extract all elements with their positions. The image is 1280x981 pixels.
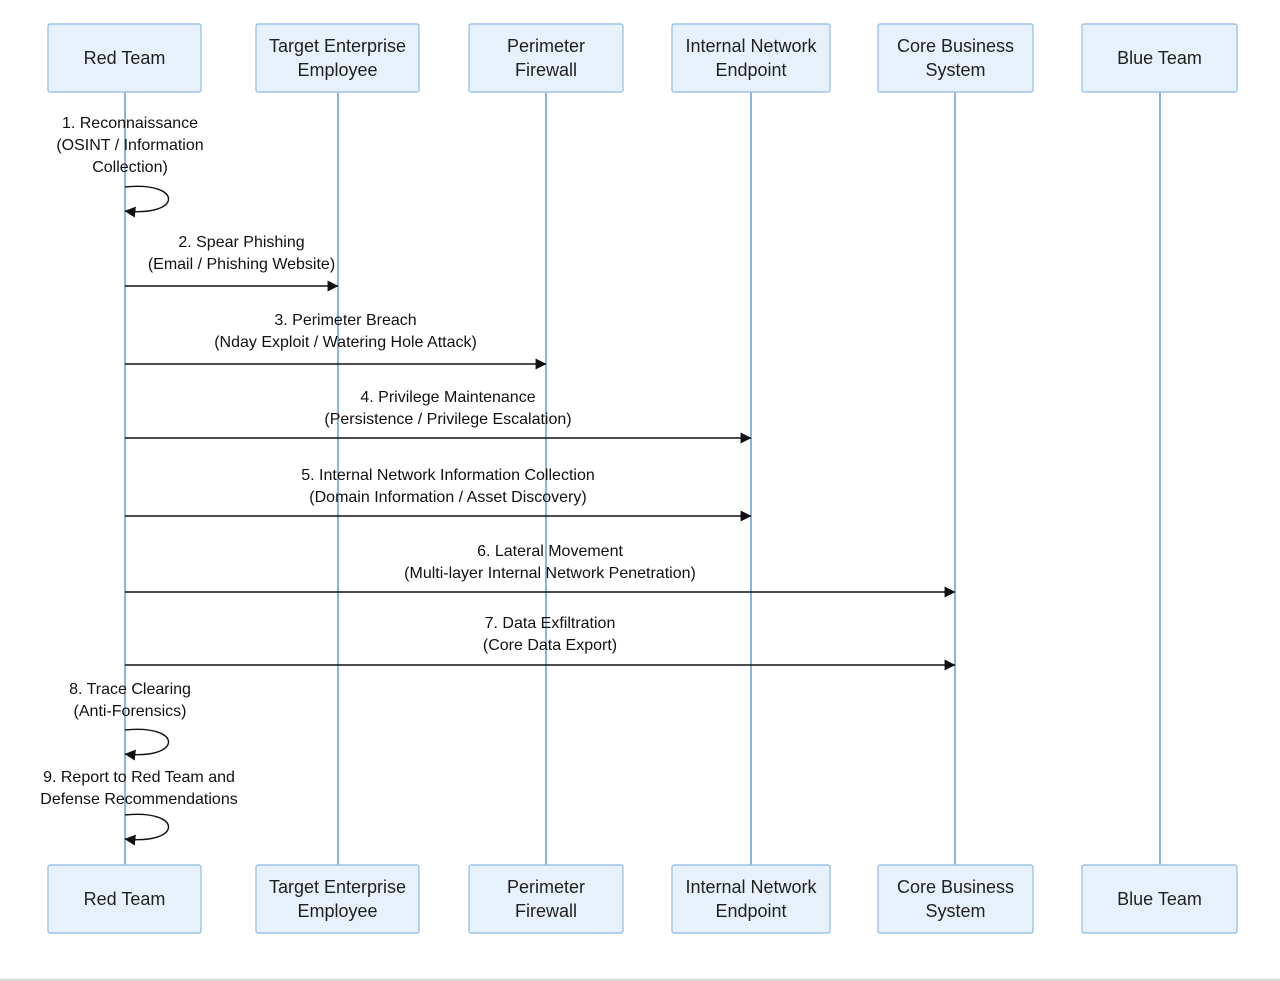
message-label: 6. Lateral Movement [477,543,623,560]
participant-box [877,23,1034,93]
message-7: 7. Data Exfiltration (Core Data Export) [125,615,956,671]
participant-box [1081,23,1238,93]
message-5: 5. Internal Network Information Collecti… [125,467,752,522]
participant-label: Red Team [84,889,166,909]
message-label: (Anti-Forensics) [74,703,187,720]
message-label: 8. Trace Clearing [69,681,191,698]
message-label: 4. Privilege Maintenance [360,389,535,406]
participant-label: Blue Team [1117,48,1202,68]
participant-bottom-blue: Blue Team [1081,864,1238,934]
participant-label: Employee [297,901,377,921]
self-message-arrow [124,728,169,761]
message-label: Defense Recommendations [40,791,237,808]
message-label: (Multi-layer Internal Network Penetratio… [404,565,696,582]
participant-box [671,864,831,934]
messages: 1. Reconnaissance (OSINT / InformationCol… [40,115,956,846]
message-label: (OSINT / Information [56,137,203,154]
participant-label: System [925,901,985,921]
participant-label: Perimeter [507,877,585,897]
message-3: 3. Perimeter Breach (Nday Exploit / Water… [125,312,547,370]
participant-label: Endpoint [715,901,786,921]
participant-label: Red Team [84,48,166,68]
participant-box [255,864,420,934]
participant-label: Firewall [515,60,577,80]
participant-label: Employee [297,60,377,80]
message-1: 1. Reconnaissance (OSINT / InformationCol… [56,115,204,218]
message-8: 8. Trace Clearing (Anti-Forensics) [69,681,191,761]
participant-label: Core Business [897,877,1014,897]
participant-box [255,23,420,93]
message-label: 5. Internal Network Information Collecti… [301,467,594,484]
participant-box [47,864,202,934]
message-label: (Persistence / Privilege Escalation) [324,411,571,428]
message-label: 9. Report to Red Team and [43,769,235,786]
message-label: (Nday Exploit / Watering Hole Attack) [214,334,477,351]
self-message-arrow [124,185,169,218]
message-6: 6. Lateral Movement (Multi-layer Internal… [125,543,956,598]
participant-label: Internal Network [685,36,817,56]
participant-box [1081,864,1238,934]
message-label: 1. Reconnaissance [62,115,198,132]
message-label: (Email / Phishing Website) [148,256,335,273]
message-label: Collection) [92,159,168,176]
participant-label: Target Enterprise [269,36,406,56]
participant-label: Target Enterprise [269,877,406,897]
participant-box [671,23,831,93]
participant-label: System [925,60,985,80]
lifelines [124,92,1161,865]
participant-label: Firewall [515,901,577,921]
message-label: (Domain Information / Asset Discovery) [309,489,586,506]
participant-label: Blue Team [1117,889,1202,909]
participant-box [47,23,202,93]
participant-box [877,864,1034,934]
message-label: 3. Perimeter Breach [274,312,416,329]
message-2: 2. Spear Phishing (Email / Phishing Websi… [125,234,339,292]
participant-label: Core Business [897,36,1014,56]
participant-bottom-red: Red Team [47,864,202,934]
self-message-arrow [124,813,169,846]
message-label: 7. Data Exfiltration [485,615,616,632]
message-label: 2. Spear Phishing [178,234,304,251]
participant-top-red: Red Team [47,23,202,93]
message-label: (Core Data Export) [483,637,617,654]
window-bottom-divider [0,979,1280,981]
participant-top-blue: Blue Team [1081,23,1238,93]
participant-label: Endpoint [715,60,786,80]
participant-label: Internal Network [685,877,817,897]
participant-label: Perimeter [507,36,585,56]
message-4: 4. Privilege Maintenance (Persistence / P… [125,389,752,444]
participant-box [468,23,624,93]
participant-box [468,864,624,934]
